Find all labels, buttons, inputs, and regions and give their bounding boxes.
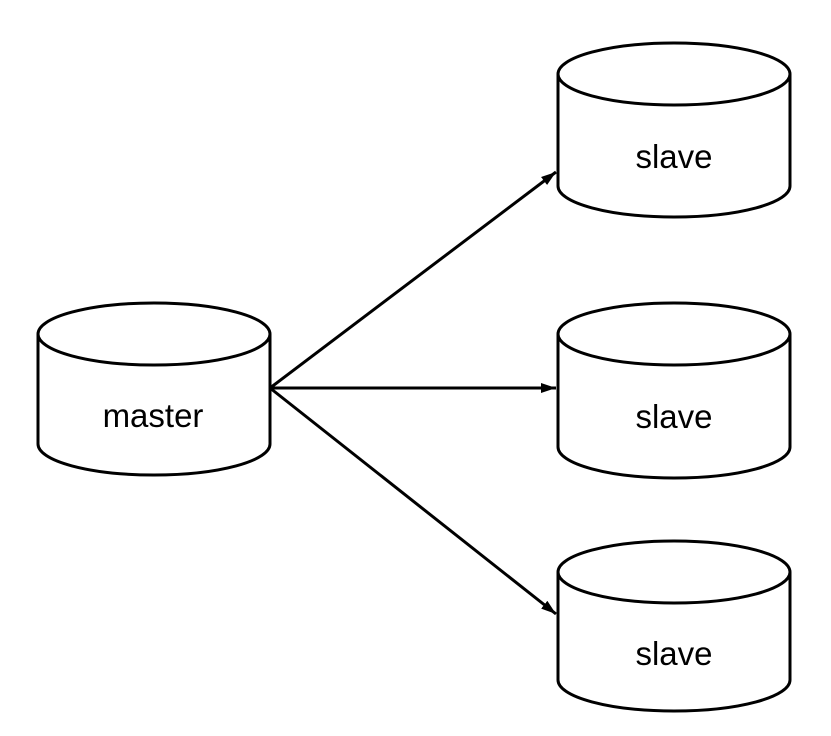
slave-1-label: slave (635, 138, 712, 175)
master-cylinder-body (36, 334, 272, 477)
slave-1-cylinder-top (556, 41, 792, 107)
slave-3-cylinder-top (556, 539, 792, 605)
slave-2-cylinder-body (556, 334, 792, 480)
slave-node-3: slave (556, 539, 792, 713)
edge-master-to-slave-1 (269, 170, 557, 390)
edge-master-to-slave-3 (269, 386, 557, 616)
master-cylinder-top (36, 301, 272, 367)
master-label: master (103, 397, 204, 434)
slave-1-cylinder-body (556, 74, 792, 219)
slave-2-label: slave (635, 398, 712, 435)
slave-3-cylinder-body (556, 572, 792, 713)
slave-2-cylinder-top (556, 301, 792, 367)
slave-node-1: slave (556, 41, 792, 219)
edges (269, 170, 557, 616)
master-node: master (36, 301, 272, 477)
slave-3-label: slave (635, 635, 712, 672)
slave-node-2: slave (556, 301, 792, 480)
